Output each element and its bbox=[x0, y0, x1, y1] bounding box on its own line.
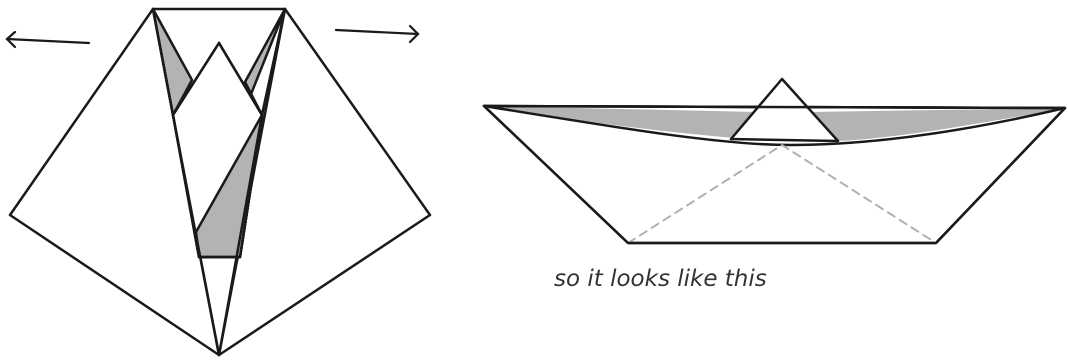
finished-boat-figure bbox=[484, 79, 1065, 243]
opening-step-figure bbox=[10, 9, 430, 355]
caption-text: so it looks like this bbox=[554, 266, 767, 292]
arrow-right-icon bbox=[336, 26, 418, 42]
arrow-left-icon bbox=[7, 32, 89, 47]
